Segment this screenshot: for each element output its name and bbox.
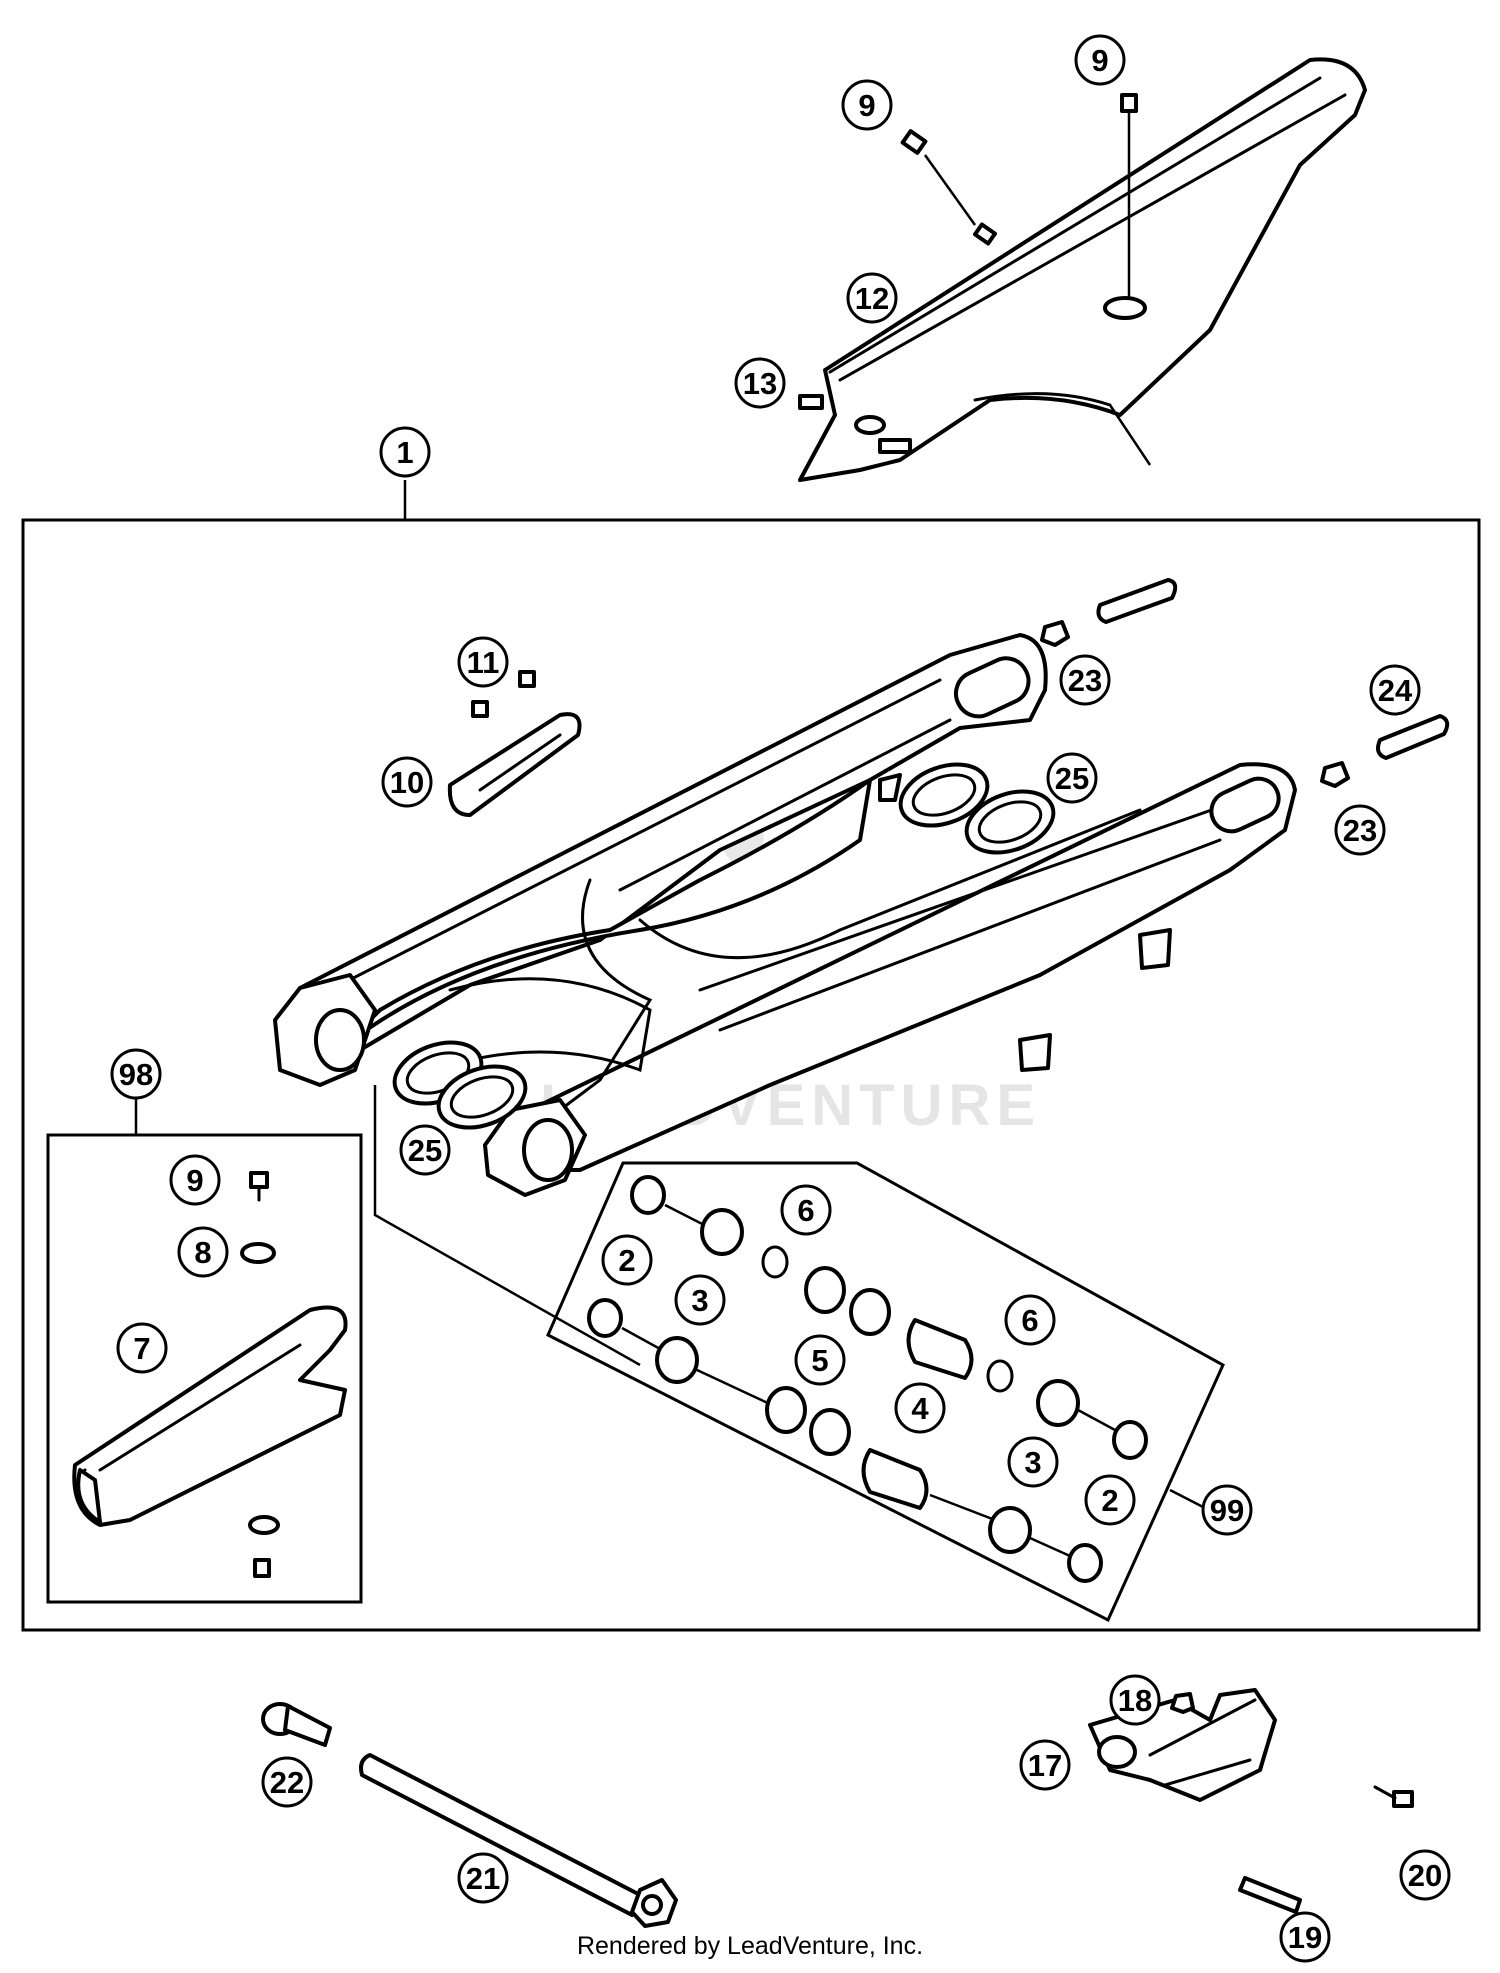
bearing-kit-frame — [546, 1161, 1225, 1623]
svg-text:9: 9 — [1091, 43, 1108, 78]
svg-text:98: 98 — [119, 1057, 153, 1092]
svg-text:18: 18 — [1118, 1683, 1152, 1718]
callout-5: 5 — [794, 1334, 846, 1386]
callout-9-top-left: 9 — [841, 79, 893, 131]
svg-text:21: 21 — [466, 1861, 500, 1896]
callout-4: 4 — [894, 1382, 946, 1434]
callout-17: 17 — [1019, 1739, 1071, 1791]
svg-text:2: 2 — [618, 1243, 635, 1278]
callout-99: 99 — [1201, 1484, 1253, 1536]
callout-2-lower: 2 — [1084, 1474, 1136, 1526]
svg-text:20: 20 — [1408, 1858, 1442, 1893]
bearing-parts — [587, 1175, 1148, 1583]
callout-18: 18 — [1109, 1674, 1161, 1726]
svg-text:8: 8 — [194, 1235, 211, 1270]
svg-text:11: 11 — [467, 645, 500, 680]
chain-slider-kit-frame — [46, 1133, 363, 1604]
svg-text:9: 9 — [858, 88, 875, 123]
svg-text:19: 19 — [1288, 1920, 1322, 1955]
svg-text:25: 25 — [408, 1133, 442, 1168]
callout-3-lower: 3 — [1007, 1436, 1059, 1488]
svg-text:12: 12 — [855, 281, 889, 316]
pivot-shaft — [261, 1702, 678, 1928]
callout-25-upper: 25 — [1046, 752, 1098, 804]
svg-text:5: 5 — [811, 1343, 828, 1378]
chain-slide-block — [447, 670, 582, 817]
svg-text:24: 24 — [1378, 673, 1413, 708]
swingarm-assembly-frame — [21, 518, 1481, 1632]
svg-text:25: 25 — [1055, 761, 1089, 796]
leader-chain-guard — [1108, 404, 1152, 466]
svg-text:4: 4 — [911, 1391, 929, 1426]
chain-guard-screws — [798, 93, 1138, 410]
callout-6-lower: 6 — [1004, 1294, 1056, 1346]
callout-1: 1 — [379, 426, 431, 478]
swingarm — [273, 633, 1297, 1197]
svg-text:3: 3 — [691, 1283, 708, 1318]
svg-text:2: 2 — [1101, 1483, 1118, 1518]
svg-text:9: 9 — [186, 1163, 203, 1198]
axle-pins — [1040, 578, 1450, 788]
callout-10: 10 — [381, 756, 433, 808]
callout-7: 7 — [116, 1322, 168, 1374]
svg-text:1: 1 — [396, 435, 413, 470]
callout-9-kit: 9 — [169, 1154, 221, 1206]
callout-22: 22 — [261, 1756, 313, 1808]
svg-text:10: 10 — [390, 765, 424, 800]
svg-text:99: 99 — [1210, 1493, 1244, 1528]
callout-13: 13 — [734, 357, 786, 409]
svg-text:6: 6 — [797, 1193, 814, 1228]
callout-3-upper: 3 — [674, 1274, 726, 1326]
callout-98: 98 — [110, 1048, 162, 1100]
svg-text:22: 22 — [270, 1765, 304, 1800]
svg-text:3: 3 — [1024, 1445, 1041, 1480]
callout-8: 8 — [177, 1226, 229, 1278]
seal-rings — [392, 762, 1056, 1130]
svg-text:13: 13 — [743, 366, 777, 401]
chain-guard — [798, 57, 1367, 482]
callout-2-upper: 2 — [601, 1234, 653, 1286]
callout-25-lower: 25 — [399, 1124, 451, 1176]
callout-19: 19 — [1279, 1911, 1331, 1963]
svg-text:7: 7 — [133, 1331, 150, 1366]
leader-99 — [1169, 1488, 1206, 1510]
svg-text:6: 6 — [1021, 1303, 1038, 1338]
callout-20: 20 — [1399, 1849, 1451, 1901]
callout-21: 21 — [457, 1852, 509, 1904]
callout-6-upper: 6 — [780, 1184, 832, 1236]
svg-text:23: 23 — [1068, 663, 1102, 698]
callout-11: 11 — [457, 636, 509, 688]
chain-guide — [1088, 1688, 1414, 1914]
callout-9-top-right: 9 — [1074, 34, 1126, 86]
callout-24: 24 — [1369, 664, 1421, 716]
callout-23-upper: 23 — [1059, 654, 1111, 706]
leader-pivot — [373, 1085, 641, 1367]
callout-12: 12 — [846, 272, 898, 324]
footer-credit: Rendered by LeadVenture, Inc. — [576, 1932, 924, 1960]
svg-text:17: 17 — [1028, 1748, 1062, 1783]
chain-slider-parts — [72, 1171, 348, 1578]
svg-text:23: 23 — [1343, 813, 1377, 848]
callout-23-lower: 23 — [1334, 804, 1386, 856]
